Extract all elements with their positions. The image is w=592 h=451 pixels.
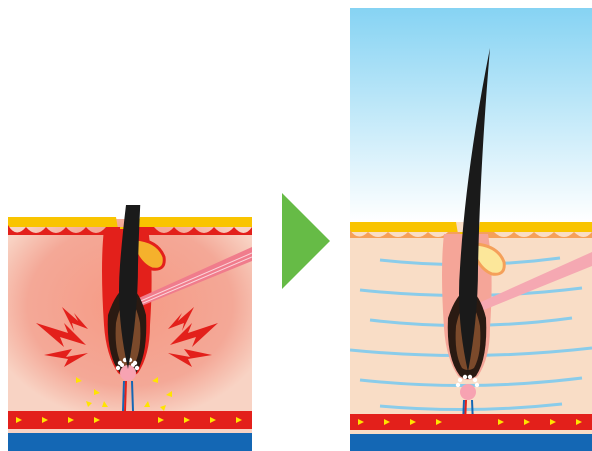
epidermis-red-right: [136, 227, 252, 235]
vein: [350, 434, 592, 451]
dermal-papilla: [460, 384, 476, 400]
play-arrow-icon: [280, 193, 332, 289]
soothed-skin-panel: [350, 8, 592, 451]
irritated-skin-panel: [8, 205, 252, 451]
vein: [8, 433, 252, 451]
epidermis-right: [476, 232, 592, 238]
soothed-skin-illustration: [350, 8, 592, 451]
irritated-skin-illustration: [8, 205, 252, 451]
